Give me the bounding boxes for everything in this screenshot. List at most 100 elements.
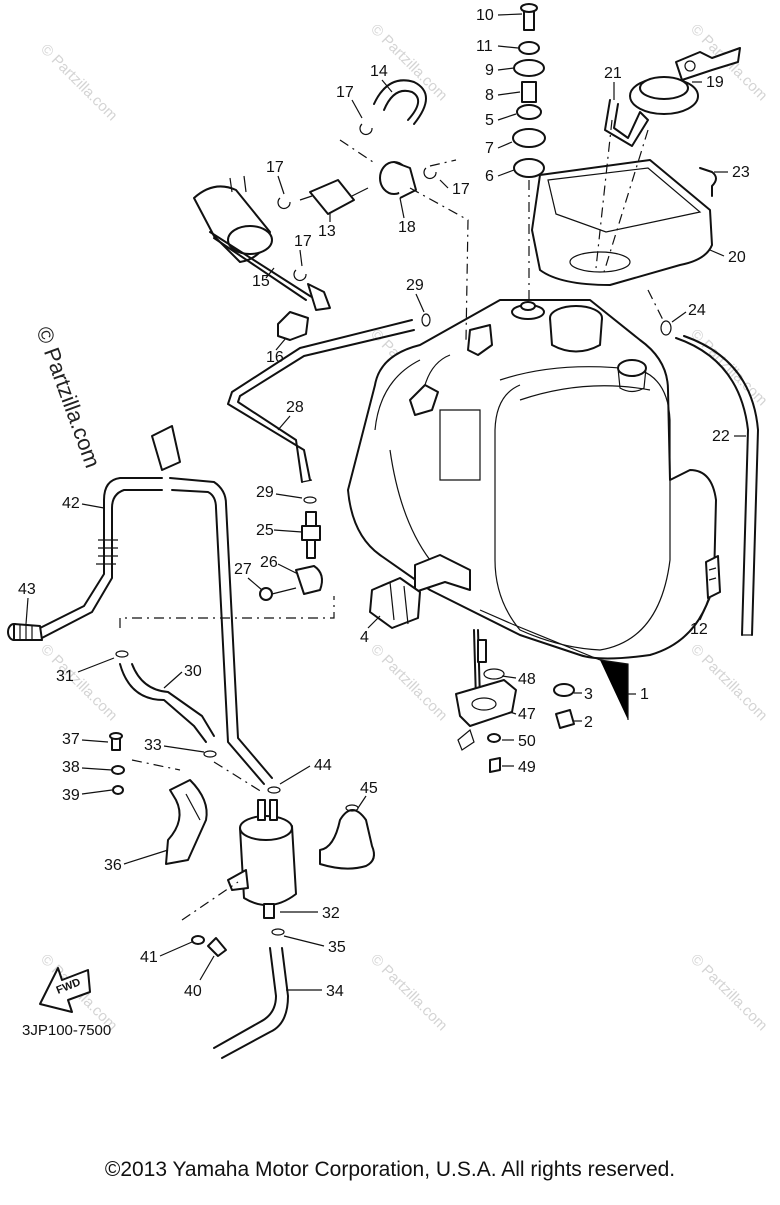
callout-14: 14 bbox=[370, 63, 388, 80]
callout-3: 3 bbox=[584, 686, 593, 703]
washer-38 bbox=[111, 765, 125, 775]
watermark: © Partzilla.com bbox=[37, 41, 120, 124]
callout-13: 13 bbox=[318, 223, 336, 240]
watermark: © Partzilla.com bbox=[37, 641, 120, 724]
bracket-16 bbox=[277, 311, 309, 341]
collar-41 bbox=[191, 935, 205, 945]
callout-15: 15 bbox=[252, 273, 270, 290]
fuel-tank bbox=[347, 299, 717, 660]
callout-29b: 29 bbox=[256, 484, 274, 501]
bolt-2 bbox=[555, 709, 575, 729]
callout-17a: 17 bbox=[336, 84, 354, 101]
callout-33: 33 bbox=[144, 737, 162, 754]
callout-4: 4 bbox=[360, 629, 369, 646]
bolt-40 bbox=[207, 937, 227, 957]
inline-filter-13 bbox=[299, 179, 369, 215]
callout-42: 42 bbox=[62, 495, 80, 512]
watermark: © Partzilla.com bbox=[367, 641, 450, 724]
callout-24: 24 bbox=[688, 302, 706, 319]
callout-12: 12 bbox=[690, 621, 708, 638]
callout-20: 20 bbox=[728, 249, 746, 266]
diagram-code: 3JP100-7500 bbox=[22, 1022, 112, 1039]
callout-50: 50 bbox=[518, 733, 536, 750]
callout-5: 5 bbox=[485, 112, 494, 129]
callout-1: 1 bbox=[640, 686, 649, 703]
callout-16: 16 bbox=[266, 349, 284, 366]
callout-6: 6 bbox=[485, 168, 494, 185]
callout-25: 25 bbox=[256, 522, 274, 539]
grommet-3 bbox=[553, 683, 575, 697]
callout-21: 21 bbox=[604, 65, 622, 82]
callout-49: 49 bbox=[518, 759, 536, 776]
side-watermark: © Partzilla.com bbox=[31, 323, 105, 471]
callout-35: 35 bbox=[328, 939, 346, 956]
vent-hose bbox=[675, 337, 749, 636]
damper-18 bbox=[379, 161, 417, 199]
fuel-pump-32 bbox=[227, 799, 297, 919]
forward-arrow: FWD bbox=[39, 967, 91, 1013]
fuel-cap bbox=[629, 47, 741, 115]
clamp-24 bbox=[660, 320, 672, 336]
pump-15 bbox=[193, 175, 331, 311]
watermark: © Partzilla.com bbox=[687, 641, 770, 724]
callout-8: 8 bbox=[485, 87, 494, 104]
callout-39: 39 bbox=[62, 787, 80, 804]
callout-38: 38 bbox=[62, 759, 80, 776]
hose-28 bbox=[227, 319, 413, 481]
callout-22: 22 bbox=[712, 428, 730, 445]
callout-40: 40 bbox=[184, 983, 202, 1000]
callout-17b: 17 bbox=[266, 159, 284, 176]
hose-14 bbox=[383, 89, 419, 121]
callout-32: 32 bbox=[322, 905, 340, 922]
watermark: © Partzilla.com bbox=[687, 326, 770, 409]
clamp-26 bbox=[295, 565, 323, 595]
callout-34: 34 bbox=[326, 983, 344, 1000]
callout-45: 45 bbox=[360, 780, 378, 797]
hose-34 bbox=[213, 947, 277, 1049]
copyright-notice: ©2013 Yamaha Motor Corporation, U.S.A. A… bbox=[104, 1158, 676, 1181]
callout-17d: 17 bbox=[294, 233, 312, 250]
callout-17c: 17 bbox=[452, 181, 470, 198]
tank-clip bbox=[705, 555, 721, 599]
clip-23 bbox=[699, 167, 717, 197]
callout-7: 7 bbox=[485, 140, 494, 157]
bracket-36 bbox=[165, 779, 208, 865]
hose-end-43 bbox=[7, 623, 43, 641]
callout-41: 41 bbox=[140, 949, 158, 966]
cover-45 bbox=[319, 804, 375, 870]
fuel-gauge-47 bbox=[455, 629, 517, 751]
callout-26: 26 bbox=[260, 554, 278, 571]
bracket-42 bbox=[151, 425, 181, 471]
bracket-21 bbox=[604, 99, 649, 147]
rubber-cushion bbox=[369, 577, 421, 629]
hose-30 bbox=[119, 663, 207, 743]
callout-31: 31 bbox=[56, 668, 74, 685]
collar-39 bbox=[112, 785, 124, 795]
callout-layer: 1 2 3 4 5 6 7 8 9 10 11 12 13 14 15 16 1… bbox=[18, 7, 750, 1000]
callout-48: 48 bbox=[518, 671, 536, 688]
callout-18: 18 bbox=[398, 219, 416, 236]
callout-43: 43 bbox=[18, 581, 36, 598]
clamp-17 bbox=[359, 123, 373, 136]
callout-10: 10 bbox=[476, 7, 494, 24]
callout-29a: 29 bbox=[406, 277, 424, 294]
callout-27: 27 bbox=[234, 561, 252, 578]
callout-9: 9 bbox=[485, 62, 494, 79]
washer-50 bbox=[487, 733, 501, 743]
callout-28: 28 bbox=[286, 399, 304, 416]
mount-stack bbox=[512, 3, 546, 300]
callout-30: 30 bbox=[184, 663, 202, 680]
tank-tray bbox=[531, 159, 713, 286]
callout-47: 47 bbox=[518, 706, 536, 723]
fitting-25 bbox=[301, 511, 321, 559]
callout-2: 2 bbox=[584, 714, 593, 731]
callout-19: 19 bbox=[706, 74, 724, 91]
callout-44: 44 bbox=[314, 757, 332, 774]
callout-23: 23 bbox=[732, 164, 750, 181]
callout-37: 37 bbox=[62, 731, 80, 748]
callout-11: 11 bbox=[476, 38, 493, 55]
callout-36: 36 bbox=[104, 857, 122, 874]
watermark: © Partzilla.com bbox=[367, 951, 450, 1034]
